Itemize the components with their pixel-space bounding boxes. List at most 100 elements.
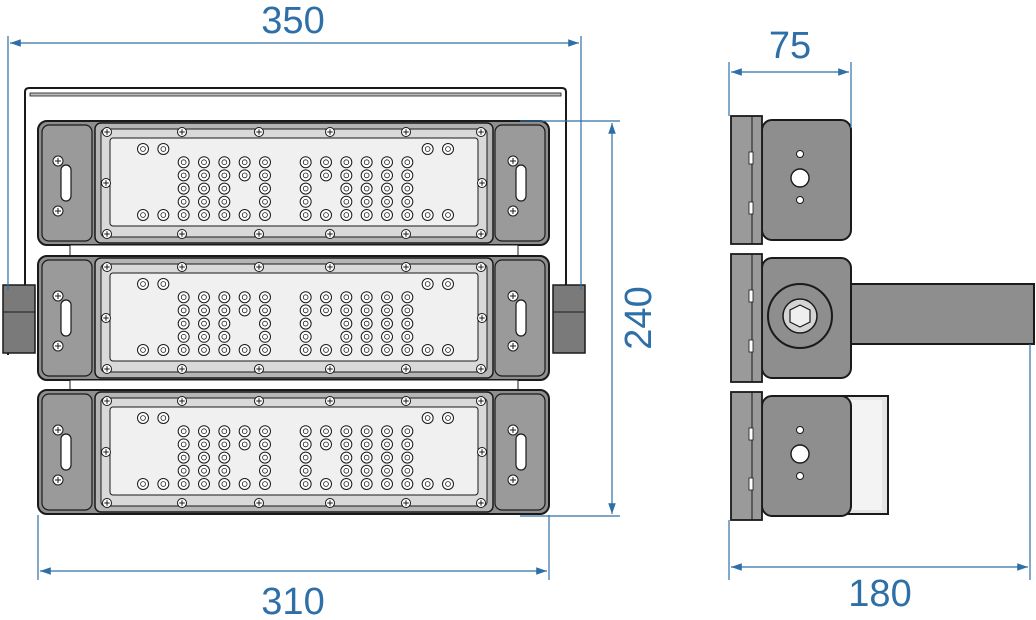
screw-icon (476, 127, 486, 137)
led-chip (177, 291, 190, 304)
side-view (730, 115, 1035, 521)
side-module (730, 391, 852, 521)
led-chip (177, 304, 190, 317)
screw-icon (477, 178, 487, 188)
led-chip (340, 425, 353, 438)
led-chip (360, 330, 373, 343)
screw-icon (102, 498, 112, 508)
led-chip (401, 478, 414, 490)
screw-icon (477, 313, 487, 323)
led-chip (340, 344, 353, 356)
mounting-slot (60, 164, 72, 202)
led-chip (238, 425, 251, 438)
led-chip (299, 169, 312, 182)
led-chip (198, 209, 210, 221)
led-chip (259, 182, 271, 195)
led-chip (218, 438, 231, 451)
screw-icon (177, 229, 187, 239)
screw-icon (507, 340, 519, 352)
led-module (37, 120, 550, 257)
led-chip (157, 143, 170, 155)
screw-icon (102, 396, 112, 406)
led-chip (340, 169, 353, 182)
led-module (37, 255, 550, 392)
led-chip (320, 304, 332, 317)
led-chip (238, 291, 251, 304)
led-chip (238, 438, 251, 451)
led-chip (360, 156, 373, 169)
led-chip (299, 182, 312, 195)
screw-icon (401, 262, 411, 272)
dimension-350-label: 350 (261, 0, 324, 42)
led-chip (198, 344, 210, 356)
screw-icon (52, 474, 64, 486)
led-chip (442, 478, 454, 490)
mounting-slot (515, 433, 527, 471)
screw-icon (325, 396, 335, 406)
led-chip (198, 182, 210, 195)
led-chip (259, 478, 271, 490)
screw-icon (507, 155, 519, 167)
led-chip (401, 438, 414, 451)
side-module (730, 115, 852, 245)
led-chip (299, 478, 312, 490)
led-chip (381, 451, 393, 464)
led-chip (157, 478, 170, 490)
led-chip (340, 209, 353, 221)
screw-icon (254, 396, 264, 406)
led-chip (320, 156, 332, 169)
led-chip (421, 412, 434, 424)
screw-icon (102, 229, 112, 239)
mounting-slot (60, 299, 72, 337)
bracket-inner-line (29, 92, 562, 97)
led-chip (340, 156, 353, 169)
side-module (730, 253, 852, 383)
screw-icon (102, 364, 112, 374)
led-chip (177, 156, 190, 169)
front-view (2, 87, 586, 515)
led-chip (198, 464, 210, 477)
led-chip (401, 291, 414, 304)
screw-icon (476, 396, 486, 406)
led-chip (218, 182, 231, 195)
led-chip (299, 344, 312, 356)
led-chip (218, 304, 231, 317)
led-chip (137, 209, 149, 221)
screw-icon (177, 127, 187, 137)
led-chip (360, 344, 373, 356)
screw-icon (101, 447, 111, 457)
led-chip (381, 209, 393, 221)
led-chip (238, 169, 251, 182)
dimension-75-label: 75 (769, 25, 811, 67)
led-chip (259, 317, 271, 330)
led-chip (157, 278, 170, 290)
led-chip (320, 169, 332, 182)
led-chip (401, 195, 414, 208)
led-chip (381, 195, 393, 208)
led-chip (259, 169, 271, 182)
screw-icon (177, 498, 187, 508)
led-chip (299, 451, 312, 464)
led-chip (259, 344, 271, 356)
led-chip (299, 304, 312, 317)
led-chip (218, 478, 231, 490)
led-chip (218, 451, 231, 464)
dimension-310-label: 310 (261, 581, 324, 620)
screw-icon (177, 364, 187, 374)
screw-icon (177, 262, 187, 272)
mounting-slot (515, 299, 527, 337)
led-chip (157, 412, 170, 424)
led-chip (218, 330, 231, 343)
led-chip (421, 278, 434, 290)
led-chip (299, 330, 312, 343)
dimension-lines (7, 36, 1031, 580)
led-chip (381, 425, 393, 438)
screw-icon (254, 262, 264, 272)
led-chip (259, 304, 271, 317)
led-chip (442, 412, 454, 424)
led-chip (360, 438, 373, 451)
led-chip (198, 156, 210, 169)
led-chip (421, 478, 434, 490)
led-chip (360, 195, 373, 208)
screw-icon (477, 447, 487, 457)
